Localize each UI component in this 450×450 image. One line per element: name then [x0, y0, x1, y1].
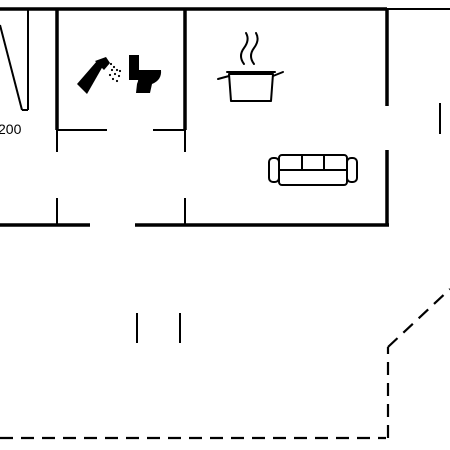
toilet-icon [129, 55, 162, 93]
bed-dimension-label: 200 [0, 121, 22, 137]
sofa-icon [268, 154, 358, 186]
bathroom-walls [55, 9, 187, 225]
exterior-walls [0, 7, 450, 227]
lower-door-jambs [136, 313, 181, 343]
shower-icon [77, 57, 122, 94]
terrace-outline [0, 288, 450, 440]
cooking-pot-icon [217, 32, 284, 102]
bed-icon [0, 9, 29, 111]
